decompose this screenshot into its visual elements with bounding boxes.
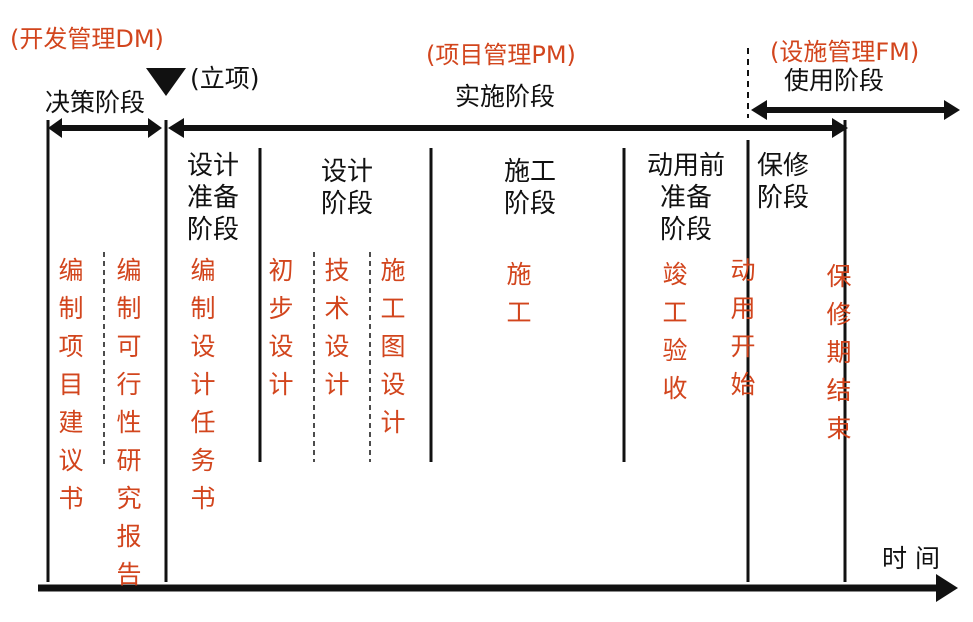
decision-arrow-left-head bbox=[48, 118, 62, 138]
milestone-marker-icon bbox=[146, 68, 186, 96]
period-implementation-label: 实施阶段 bbox=[455, 82, 556, 111]
activity-feasibility-report: 编 制 可 行 性 研 究 报 告 bbox=[116, 256, 142, 589]
activity-preliminary-design: 初 步 设 计 bbox=[268, 256, 294, 399]
activity-technical-design: 技 术 设 计 bbox=[324, 256, 350, 399]
phase-pre-use-label: 动用前 准备 阶段 bbox=[646, 151, 725, 245]
role-dm-label: (开发管理DM) bbox=[10, 25, 164, 53]
role-pm-label: (项目管理PM) bbox=[426, 41, 576, 69]
activity-design-brief: 编 制 设 计 任 务 书 bbox=[190, 256, 216, 513]
period-decision-label: 决策阶段 bbox=[45, 88, 146, 117]
activity-construction-drawing: 施 工 图 设 计 bbox=[380, 256, 406, 437]
implementation-arrow-left-head bbox=[168, 118, 184, 138]
period-usage-label: 使用阶段 bbox=[784, 66, 885, 95]
phase-design-label: 设计 阶段 bbox=[320, 157, 373, 219]
implementation-arrow-right-head bbox=[832, 118, 848, 138]
activity-construction: 施 工 bbox=[506, 260, 532, 327]
time-axis-arrow-icon bbox=[936, 574, 958, 602]
phase-design-prep-label: 设计 准备 阶段 bbox=[186, 151, 239, 245]
activity-project-proposal: 编 制 项 目 建 议 书 bbox=[58, 256, 84, 513]
decision-arrow-right-head bbox=[148, 118, 162, 138]
phase-construction-label: 施工 阶段 bbox=[503, 157, 556, 219]
phase-warranty-label: 保修 阶段 bbox=[756, 151, 809, 213]
activity-warranty-end: 保 修 期 结 束 bbox=[826, 262, 852, 443]
activity-commissioning: 动 用 开 始 bbox=[730, 256, 756, 399]
usage-arrow-left-head bbox=[751, 100, 767, 120]
activity-completion-acceptance: 竣 工 验 收 bbox=[662, 260, 688, 403]
usage-arrow-right-head bbox=[944, 100, 960, 120]
milestone-label: (立项) bbox=[190, 64, 260, 93]
time-axis-label: 时 间 bbox=[882, 544, 940, 573]
role-fm-label: (设施管理FM) bbox=[770, 38, 920, 66]
